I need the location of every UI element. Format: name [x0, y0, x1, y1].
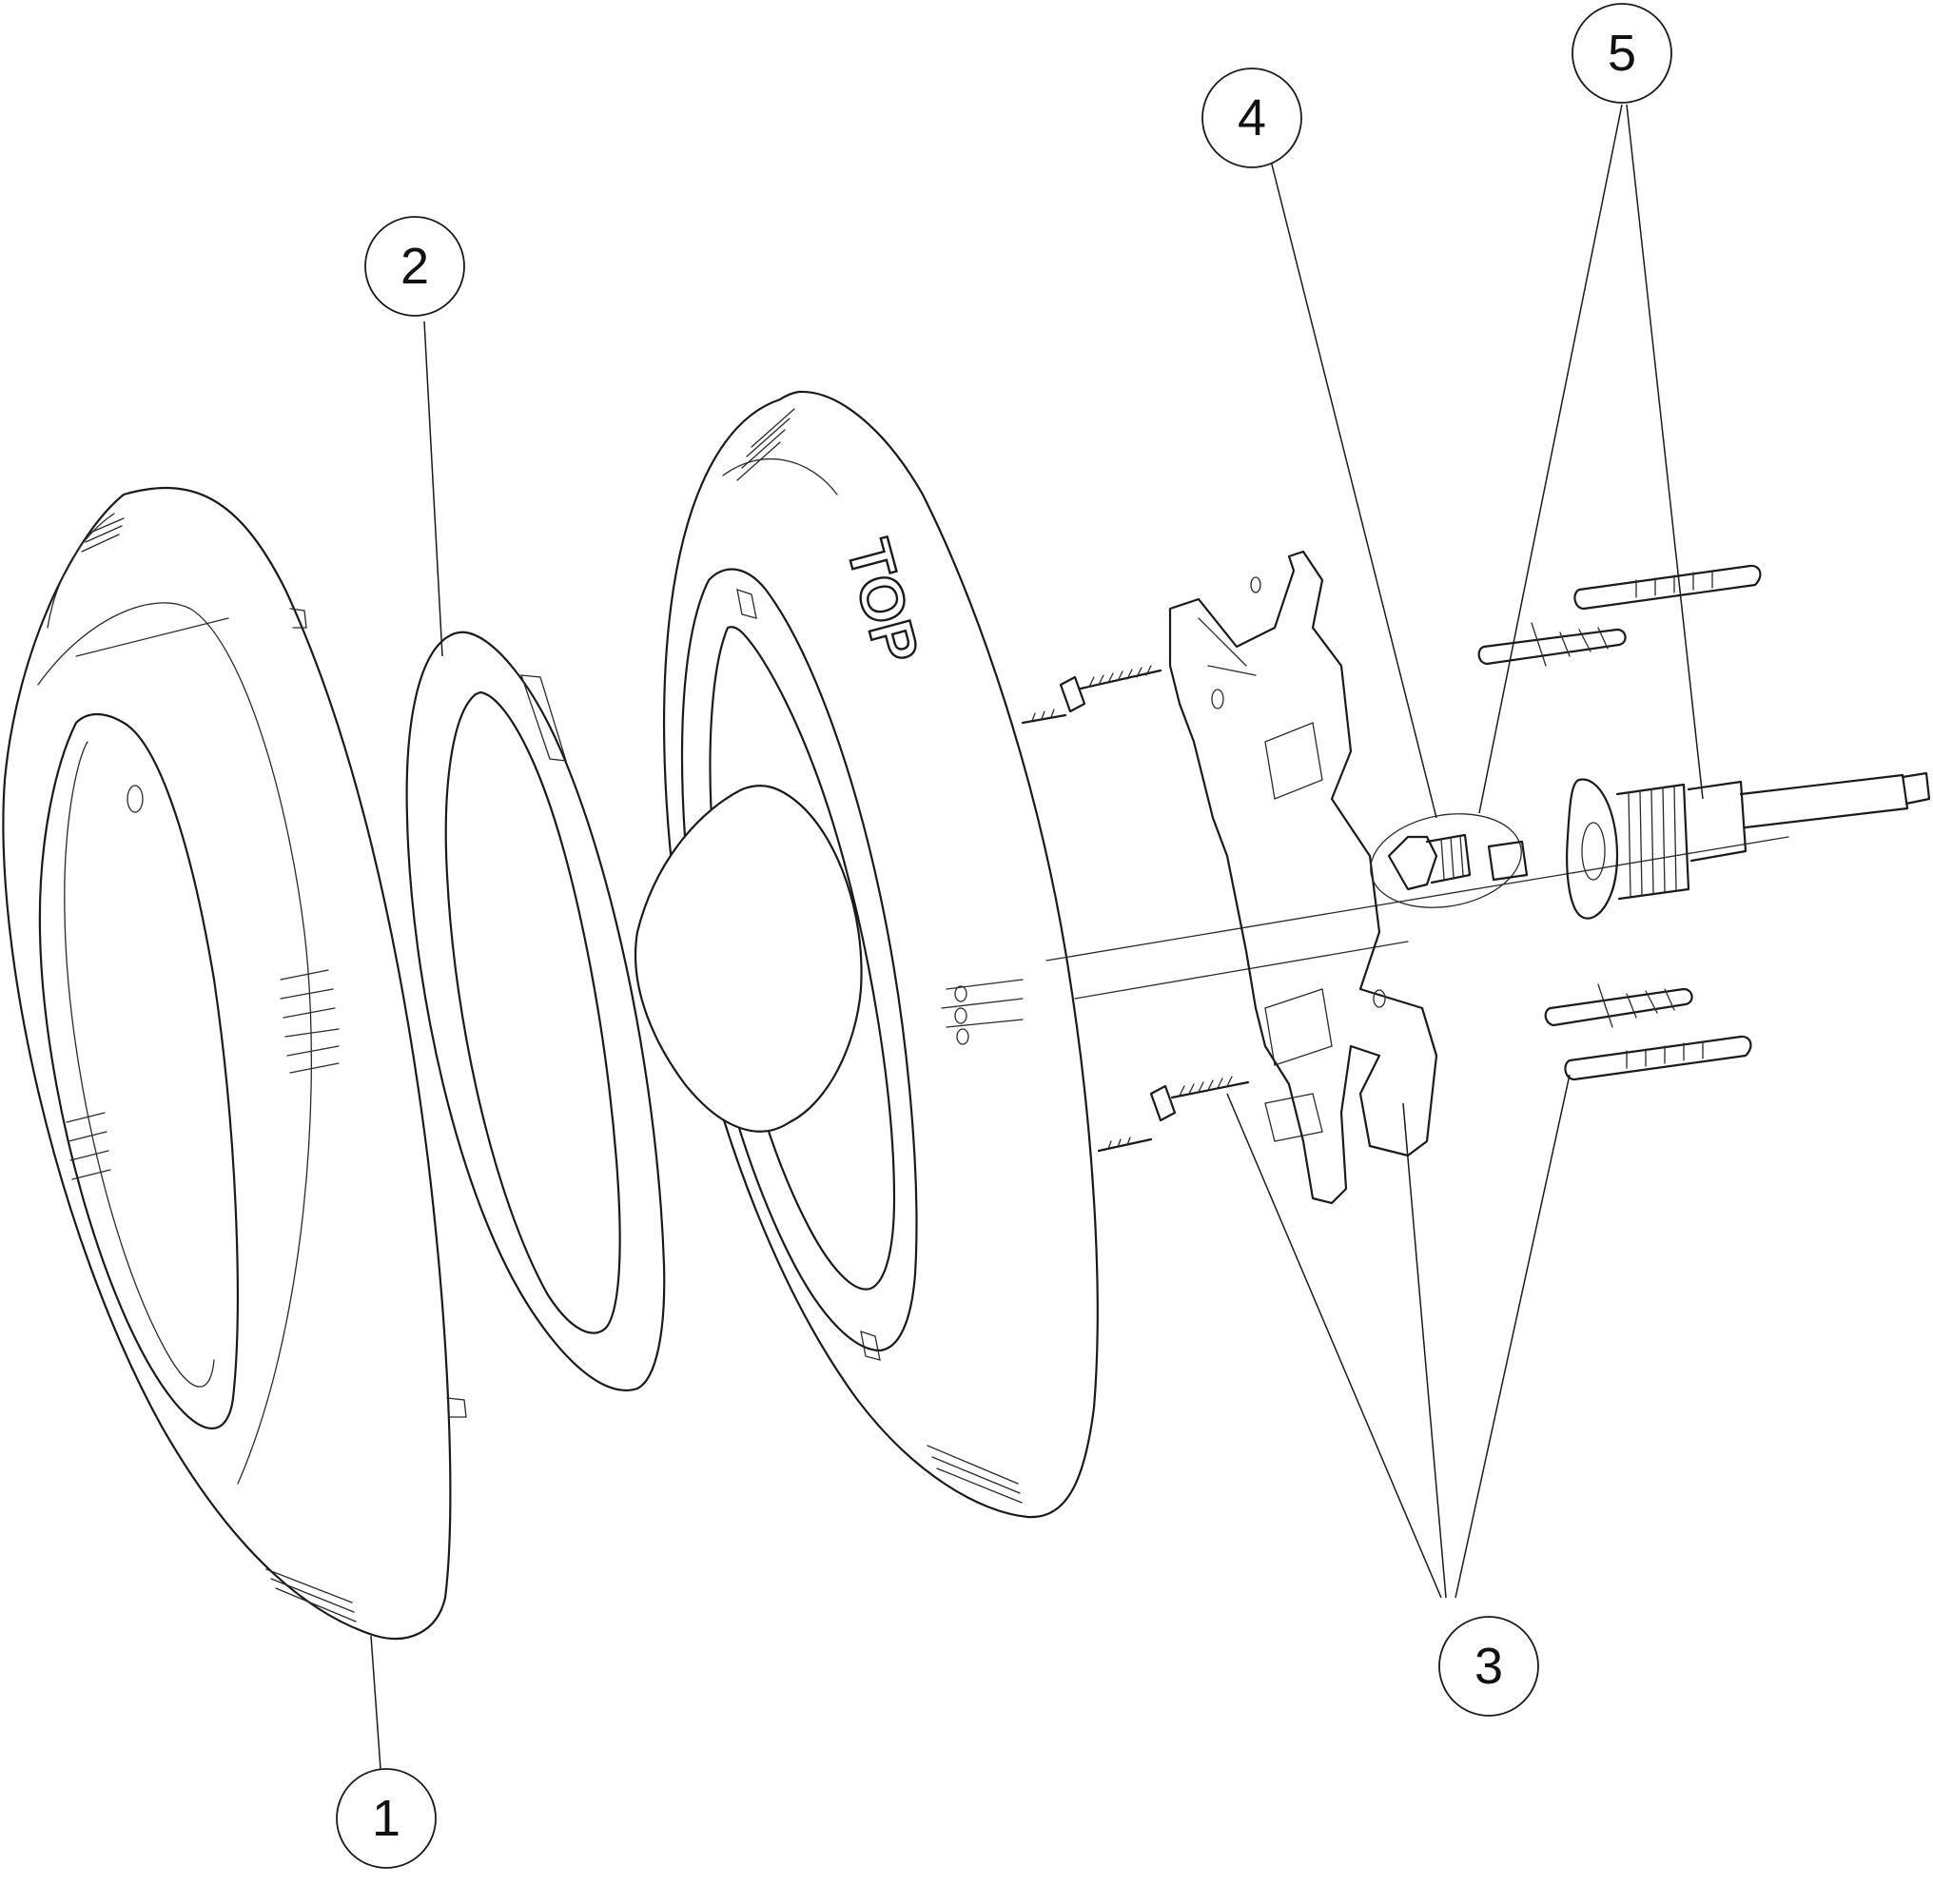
assembly-axis-line [1045, 836, 1789, 962]
leader-5b [1626, 104, 1704, 800]
screw-bottom-left [1149, 1076, 1250, 1122]
top-embossed-text: TOP [833, 533, 931, 670]
assembly-axis-line-lower [1074, 941, 1409, 1000]
wall-plug-top-2 [1477, 622, 1627, 667]
mounting-bracket [1168, 550, 1438, 1205]
leader-2 [423, 321, 443, 657]
callout-3: 3 [1438, 1616, 1539, 1717]
svg-text:4: 4 [1238, 89, 1266, 146]
screw-top-right [1021, 709, 1067, 725]
wall-plug-bottom-2 [1564, 1035, 1752, 1081]
leader-3c [1455, 1074, 1571, 1599]
cable-gland-assembly [1370, 771, 1931, 920]
leader-3b [1402, 1102, 1447, 1599]
wall-plug-bottom-1 [1544, 983, 1693, 1028]
svg-text:3: 3 [1474, 1638, 1503, 1695]
callout-1: 1 [336, 1768, 437, 1869]
screw-bottom-right [1097, 1137, 1153, 1153]
callout-5: 5 [1572, 3, 1672, 104]
leader-4 [1269, 156, 1437, 819]
leader-3a [1226, 1093, 1442, 1599]
svg-text:5: 5 [1608, 25, 1636, 82]
wall-plug-top-1 [1573, 564, 1762, 611]
callout-2: 2 [364, 216, 465, 317]
svg-text:1: 1 [372, 1790, 400, 1847]
svg-text:2: 2 [400, 238, 429, 295]
leader-lines [370, 104, 1704, 1770]
screw-top-left [1059, 665, 1162, 713]
part-2-gasket-ring [405, 631, 666, 1391]
leader-5a [1478, 104, 1623, 814]
lamp-body-housing: TOP [634, 390, 1099, 1519]
leader-1 [370, 1635, 381, 1770]
part-1-front-cover [2, 487, 467, 1641]
callout-4: 4 [1201, 68, 1302, 168]
